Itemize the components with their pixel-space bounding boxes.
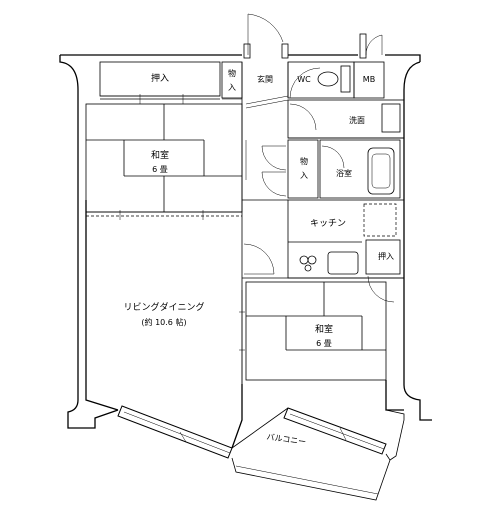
living-size: (約 10.6 帖) xyxy=(141,317,186,327)
lower-wall xyxy=(85,382,243,449)
hall-door xyxy=(242,199,404,279)
japanese-room-2-size: 6 畳 xyxy=(316,339,332,348)
closet-top xyxy=(99,61,221,104)
closet-right-label: 押入 xyxy=(378,251,394,261)
storage-top-label-2: 入 xyxy=(228,83,236,92)
closet-right xyxy=(365,239,401,303)
kitchen xyxy=(287,199,405,279)
japanese-room-1 xyxy=(85,103,247,220)
japanese-room-1-title: 和室 xyxy=(151,149,169,161)
storage-mid-label-1: 物 xyxy=(300,156,308,166)
storage-top-label-1: 物 xyxy=(228,68,236,78)
sash-right xyxy=(283,407,387,455)
outer-walls xyxy=(59,54,432,429)
storage-mid xyxy=(261,139,319,199)
storage-top xyxy=(221,61,243,100)
mb-room xyxy=(353,33,385,99)
japanese-room-2 xyxy=(239,281,387,384)
bathroom-label: 浴室 xyxy=(336,168,352,178)
living-title: リビングダイニング xyxy=(123,301,204,313)
wc-label: WC xyxy=(297,75,311,84)
entrance-label: 玄関 xyxy=(257,74,273,84)
closet-top-label: 押入 xyxy=(151,72,169,84)
mb-label: MB xyxy=(363,75,375,84)
sash-left xyxy=(117,405,233,459)
storage-mid-label-2: 入 xyxy=(300,171,308,180)
japanese-room-2-title: 和室 xyxy=(315,323,333,335)
washroom xyxy=(287,99,405,139)
entrance-door xyxy=(243,13,289,59)
kitchen-label: キッチン xyxy=(310,218,346,229)
bathroom xyxy=(319,139,401,199)
washroom-label: 洗面 xyxy=(349,115,365,125)
japanese-room-1-size: 6 畳 xyxy=(152,165,168,174)
balcony xyxy=(231,407,405,501)
balcony-label: バルコニー xyxy=(266,432,307,446)
entrance-hall xyxy=(241,62,289,390)
